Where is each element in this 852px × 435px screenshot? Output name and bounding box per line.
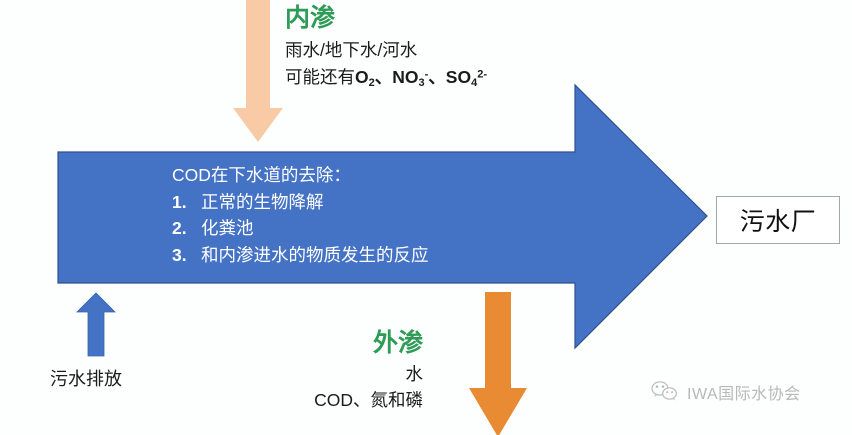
infiltration-text-block: 内渗 雨水/地下水/河水 可能还有O2、NO3-、SO42- [285, 6, 487, 91]
exfiltration-text-block: 外渗 水 COD、氮和磷 [248, 331, 423, 412]
watermark-text: IWA国际水协会 [687, 386, 801, 403]
chemical-species: SO42- [445, 67, 487, 90]
species-formula: NO [392, 67, 419, 88]
chemical-species: NO3- [392, 67, 429, 90]
sewer-removal-list: COD在下水道的去除： 1. 正常的生物降解 2. 化粪池 3. 和内渗进水的物… [172, 162, 532, 268]
species-separator: 、 [374, 67, 393, 88]
infiltration-line-2-prefix: 可能还有 [285, 67, 355, 88]
sewer-list-item-label: 正常的生物降解 [201, 191, 324, 212]
species-separator: 、 [428, 67, 446, 88]
sewer-list-item-number: 1. [172, 191, 187, 212]
treatment-plant-box: 污水厂 [716, 196, 840, 244]
species-subscript: 4 [471, 77, 478, 90]
sewer-list-item: 1. 正常的生物降解 [172, 189, 532, 216]
infiltration-line-1: 雨水/地下水/河水 [285, 40, 418, 60]
exfiltration-heading: 外渗 [372, 329, 423, 357]
species-subscript: 2 [368, 77, 375, 90]
sewer-list-item: 3. 和内渗进水的物质发生的反应 [172, 242, 532, 269]
discharge-arrow-icon [76, 292, 116, 357]
treatment-plant-label: 污水厂 [739, 208, 817, 236]
sewer-arrow-icon [57, 83, 708, 350]
species-subscript: 3 [418, 77, 425, 90]
sewer-list-item: 2. 化粪池 [172, 215, 532, 242]
species-superscript: 2- [477, 68, 487, 81]
sewer-list-item-label: 化粪池 [201, 218, 254, 239]
infiltration-line-2: 可能还有O2、NO3-、SO42- [285, 66, 487, 91]
exfiltration-line-2: COD、氮和磷 [314, 389, 423, 410]
chemical-species: O2 [355, 67, 375, 90]
exfiltration-arrow-icon [469, 292, 527, 435]
species-superscript: - [424, 68, 429, 81]
infiltration-heading: 内渗 [285, 4, 336, 32]
species-formula: SO [445, 67, 472, 88]
species-formula: O [355, 67, 369, 88]
infiltration-arrow-icon [233, 0, 283, 142]
sewer-list-item-number: 3. [172, 244, 187, 265]
watermark: IWA国际水协会 [650, 380, 801, 404]
sewer-list-title: COD在下水道的去除： [172, 165, 351, 185]
infiltration-chemical-species: O2、NO3-、SO42- [355, 67, 487, 90]
sewer-list-item-label: 和内渗进水的物质发生的反应 [201, 244, 429, 265]
wechat-icon [651, 381, 677, 401]
discharge-label: 污水排放 [50, 369, 122, 389]
exfiltration-line-1: 水 [405, 364, 424, 384]
sewer-list-item-number: 2. [172, 218, 187, 239]
